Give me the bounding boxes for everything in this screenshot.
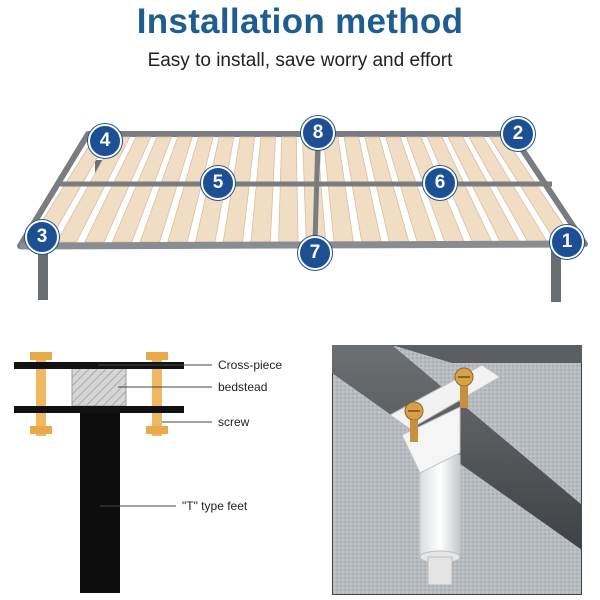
label-bedstead: bedstead	[218, 380, 268, 394]
label-t-feet: "T" type feet	[182, 499, 248, 513]
badge-8: 8	[301, 116, 335, 150]
bed-slat	[139, 136, 193, 243]
bed-slat	[278, 136, 299, 243]
bedstead-block	[71, 367, 127, 407]
page-subtitle: Easy to install, save worry and effort	[147, 50, 453, 71]
bed-frame-illustration	[17, 131, 588, 302]
photo-frame-bar-top	[392, 345, 582, 363]
leg-installation-photo	[332, 345, 582, 595]
badge-5: 5	[201, 166, 235, 200]
badge-7: 7	[298, 236, 332, 270]
t-feet-cross-section-diagram	[14, 352, 212, 593]
screw-right	[152, 352, 162, 436]
page-title: Installation method	[136, 2, 464, 41]
bed-slat	[111, 136, 173, 243]
bed-leg-front-right	[551, 250, 561, 302]
photo-white-leg	[419, 454, 461, 556]
label-screw: screw	[218, 415, 250, 429]
label-cross-piece: Cross-piece	[218, 358, 283, 372]
bed-slat	[56, 136, 131, 243]
badge-2: 2	[501, 117, 535, 151]
screw-left	[36, 352, 46, 436]
bed-slat	[250, 136, 276, 243]
t-foot-post	[80, 413, 120, 593]
bed-slat	[84, 136, 152, 243]
badge-4: 4	[88, 124, 122, 158]
badge-1: 1	[550, 225, 584, 259]
badge-3: 3	[25, 220, 59, 254]
badge-6: 6	[423, 166, 457, 200]
bottom-plate	[14, 406, 184, 413]
bed-slats	[28, 135, 576, 244]
bed-leg-front-left	[38, 250, 48, 300]
